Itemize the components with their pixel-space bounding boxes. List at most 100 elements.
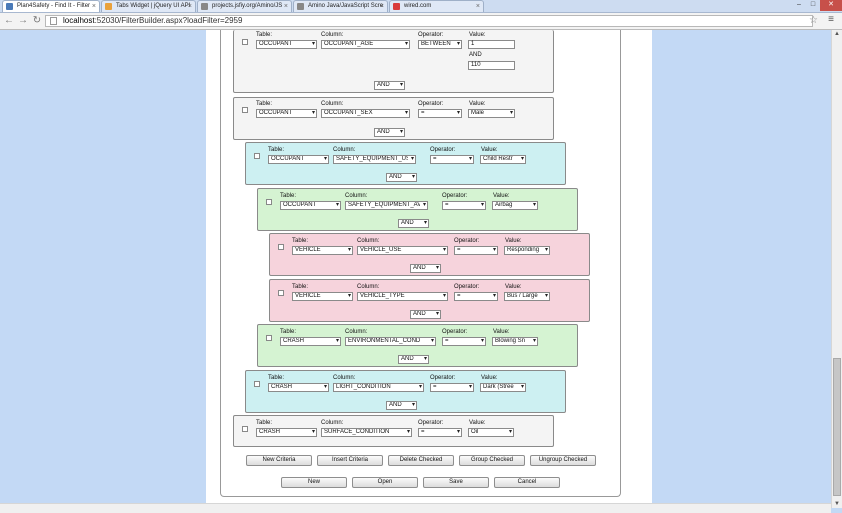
- criteria-checkbox[interactable]: [254, 153, 260, 159]
- operator-label: Operator:: [430, 375, 456, 381]
- address-bar[interactable]: localhost:52030/FilterBuilder.aspx?loadF…: [45, 15, 813, 27]
- value-select[interactable]: Oil: [468, 428, 514, 437]
- operator-select[interactable]: =: [442, 201, 486, 210]
- table-select[interactable]: CRASH: [268, 383, 329, 392]
- filter-builder-panel: Table: OCCUPANT Column: OCCUPANT_AGE Ope…: [220, 30, 621, 497]
- value-select[interactable]: Blowing Sn: [492, 337, 538, 346]
- value-select[interactable]: Responding: [504, 246, 550, 255]
- browser-tab-jquery[interactable]: Tabs Widget | jQuery UI API ×: [101, 0, 196, 12]
- operator-select[interactable]: =: [430, 155, 474, 164]
- connector-select[interactable]: AND: [386, 173, 417, 182]
- new-button[interactable]: New: [281, 477, 347, 488]
- column-select[interactable]: LIGHT_CONDITION: [333, 383, 424, 392]
- page-favicon-icon: [393, 3, 400, 10]
- column-select[interactable]: VEHICLE_USE: [357, 246, 448, 255]
- scroll-up-icon[interactable]: ▲: [834, 31, 840, 37]
- forward-icon[interactable]: →: [18, 15, 28, 26]
- criteria-checkbox[interactable]: [254, 381, 260, 387]
- criteria-checkbox[interactable]: [242, 107, 248, 113]
- table-select[interactable]: VEHICLE: [292, 246, 353, 255]
- criteria-checkbox[interactable]: [242, 426, 248, 432]
- value-select[interactable]: Child Restr: [480, 155, 526, 164]
- connector-select[interactable]: AND: [410, 310, 441, 319]
- column-label: Column:: [333, 375, 356, 381]
- criteria-checkbox[interactable]: [242, 39, 248, 45]
- vertical-scrollbar[interactable]: ▲ ▼: [831, 30, 842, 508]
- open-button[interactable]: Open: [352, 477, 418, 488]
- criteria-checkbox[interactable]: [266, 199, 272, 205]
- new-criteria-button[interactable]: New Criteria: [246, 455, 312, 466]
- connector-select[interactable]: AND: [374, 128, 405, 137]
- operator-select[interactable]: =: [454, 246, 498, 255]
- back-icon[interactable]: ←: [4, 15, 14, 26]
- criteria-checkbox[interactable]: [278, 244, 284, 250]
- operator-select[interactable]: =: [418, 109, 462, 118]
- table-select[interactable]: CRASH: [280, 337, 341, 346]
- criteria-row: Table: OCCUPANT Column: OCCUPANT_AGE Ope…: [233, 30, 554, 93]
- table-label: Table:: [268, 375, 285, 381]
- column-select[interactable]: OCCUPANT_SEX: [321, 109, 410, 118]
- operator-select[interactable]: BETWEEN: [418, 40, 462, 49]
- value-to-input[interactable]: 110: [468, 61, 515, 70]
- value-select[interactable]: Male: [468, 109, 515, 118]
- column-select[interactable]: SAFETY_EQUIPMENT_US: [333, 155, 416, 164]
- table-select[interactable]: OCCUPANT: [268, 155, 329, 164]
- scroll-down-icon[interactable]: ▼: [834, 501, 840, 507]
- connector-select[interactable]: AND: [374, 81, 405, 90]
- column-select[interactable]: ENVIRONMENTAL_COND: [345, 337, 436, 346]
- close-tab-icon[interactable]: ×: [187, 3, 192, 10]
- column-label: Column:: [333, 147, 356, 153]
- group-checked-button[interactable]: Group Checked: [459, 455, 525, 466]
- operator-select[interactable]: =: [418, 428, 462, 437]
- tab-title: Tabs Widget | jQuery UI API: [116, 3, 191, 9]
- column-select[interactable]: SAFETY_EQUIPMENT_AV: [345, 201, 428, 210]
- close-tab-icon[interactable]: ×: [475, 3, 480, 10]
- table-select[interactable]: OCCUPANT: [256, 40, 317, 49]
- connector-select[interactable]: AND: [398, 355, 429, 364]
- criteria-checkbox[interactable]: [266, 335, 272, 341]
- menu-icon[interactable]: ≡: [828, 14, 834, 25]
- close-tab-icon[interactable]: ×: [379, 3, 384, 10]
- cancel-button[interactable]: Cancel: [494, 477, 560, 488]
- tab-title: Plan4Safety - Find It - Filter: [17, 3, 91, 9]
- column-select[interactable]: OCCUPANT_AGE: [321, 40, 410, 49]
- close-window-icon[interactable]: ✕: [820, 0, 842, 11]
- value-from-input[interactable]: 1: [468, 40, 515, 49]
- scrollbar-thumb[interactable]: [833, 358, 841, 496]
- operator-select[interactable]: =: [430, 383, 474, 392]
- page-favicon-icon: [105, 3, 112, 10]
- table-select[interactable]: VEHICLE: [292, 292, 353, 301]
- connector-select[interactable]: AND: [398, 219, 429, 228]
- horizontal-scrollbar[interactable]: [0, 503, 831, 513]
- value-select[interactable]: Airbag: [492, 201, 538, 210]
- delete-checked-button[interactable]: Delete Checked: [388, 455, 454, 466]
- operator-label: Operator:: [418, 32, 444, 38]
- table-select[interactable]: OCCUPANT: [280, 201, 341, 210]
- close-tab-icon[interactable]: ×: [283, 3, 288, 10]
- criteria-checkbox[interactable]: [278, 290, 284, 296]
- operator-select[interactable]: =: [454, 292, 498, 301]
- bookmark-star-icon[interactable]: ☆: [809, 15, 818, 26]
- browser-tab-plan4safety[interactable]: Plan4Safety - Find It - Filter ×: [2, 0, 100, 12]
- table-select[interactable]: OCCUPANT: [256, 109, 317, 118]
- column-select[interactable]: SURFACE_CONDITION: [321, 428, 412, 437]
- operator-label: Operator:: [430, 147, 456, 153]
- value-select[interactable]: Bus / Large: [504, 292, 550, 301]
- insert-criteria-button[interactable]: Insert Criteria: [317, 455, 383, 466]
- table-select[interactable]: CRASH: [256, 428, 317, 437]
- reload-icon[interactable]: ↻: [32, 15, 42, 26]
- save-button[interactable]: Save: [423, 477, 489, 488]
- browser-tab-amino[interactable]: projects.jsfiy.org/Amino/JS ×: [197, 0, 292, 12]
- close-tab-icon[interactable]: ×: [91, 3, 96, 10]
- table-label: Table:: [256, 32, 273, 38]
- value-select[interactable]: Dark (Stree: [480, 383, 526, 392]
- column-select[interactable]: VEHICLE_TYPE: [357, 292, 448, 301]
- browser-tab-amino-java[interactable]: Amino Java/JavaScript Scre ×: [293, 0, 388, 12]
- connector-select[interactable]: AND: [386, 401, 417, 410]
- operator-select[interactable]: =: [442, 337, 486, 346]
- minimize-icon[interactable]: –: [797, 1, 801, 8]
- maximize-icon[interactable]: □: [810, 1, 816, 8]
- browser-tab-wired[interactable]: wired.com ×: [389, 0, 484, 12]
- ungroup-checked-button[interactable]: Ungroup Checked: [530, 455, 596, 466]
- connector-select[interactable]: AND: [410, 264, 441, 273]
